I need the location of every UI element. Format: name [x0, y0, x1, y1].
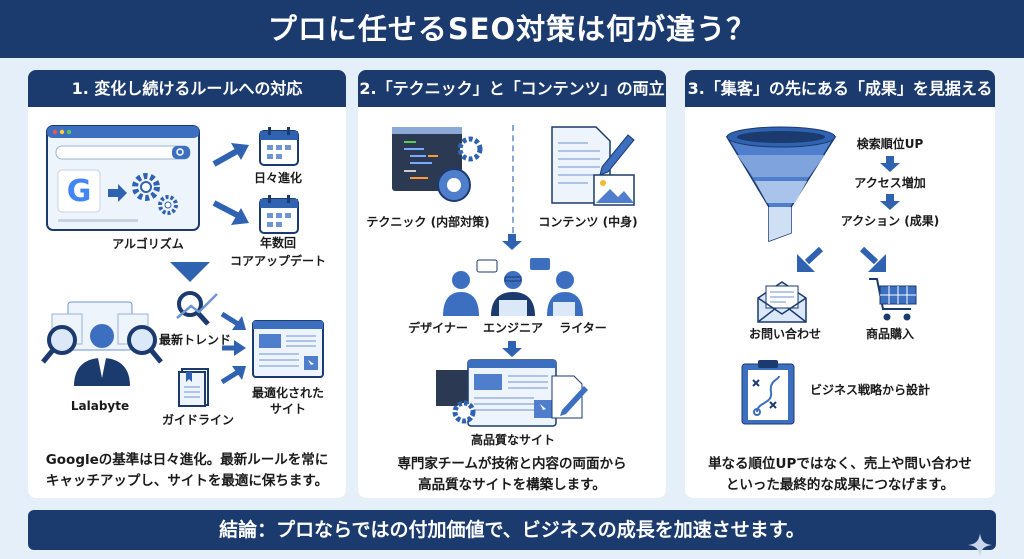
trend-search-icon	[173, 288, 223, 330]
panel-description: 専門家チームが技術と内容の両面から高品質なサイトを構築します。	[358, 454, 666, 496]
label-trend: 最新トレンド	[158, 333, 231, 347]
quality-site-icon	[436, 358, 596, 430]
panel-heading: 3.「集客」の先にある「成果」を見据える	[685, 70, 995, 107]
guideline-book-icon	[178, 367, 210, 407]
google-logo-icon: G	[67, 174, 92, 209]
label-action: アクション (成果)	[840, 214, 940, 228]
arrow-down-icon	[502, 341, 522, 357]
label-access-up: アクセス増加	[854, 176, 926, 190]
label-optimized-2: サイト	[269, 402, 306, 416]
panel-results: 3.「集客」の先にある「成果」を見据える 検索順位UP アクセス増加 アクション…	[685, 70, 995, 498]
panel-description: 単なる順位UPではなく、売上や問い合わせといった最終的な成果につなげます。	[685, 454, 995, 496]
label-daily: 日々進化	[253, 171, 302, 185]
panel-technique-contents: 2.「テクニック」と「コンテンツ」の両立 テクニック (内部対策) コンテンツ …	[358, 70, 666, 498]
arrow-down-icon	[880, 156, 900, 172]
arrow-down-left-icon	[795, 246, 825, 274]
panel-description: Googleの基準は日々進化。最新ルールを常にキャッチアップし、サイトを最適に保…	[28, 450, 346, 492]
divider	[512, 125, 514, 233]
label-inquiry: お問い合わせ	[748, 327, 821, 341]
envelope-icon	[757, 280, 807, 324]
label-writer: ライター	[559, 321, 607, 335]
document-pen-icon	[550, 125, 640, 210]
calendar-icon	[258, 193, 300, 235]
label-company: Lalabyte	[70, 399, 130, 413]
description-line: キャッチアップし、サイトを最適に保ちます。	[45, 473, 329, 489]
arrow-down-icon	[502, 234, 522, 250]
strategy-clipboard-icon	[740, 358, 796, 426]
code-gear-icon	[392, 125, 492, 213]
arrow-up-right-icon	[211, 140, 251, 170]
label-strategy: ビジネス戦略から設計	[810, 383, 931, 397]
label-quality-site: 高品質なサイト	[470, 433, 555, 447]
label-rank-up: 検索順位UP	[856, 137, 924, 151]
triangle-down-icon	[170, 262, 210, 282]
label-purchase: 商品購入	[865, 327, 914, 341]
arrow-down-icon	[880, 194, 900, 210]
description-line: 単なる順位UPではなく、売上や問い合わせ	[708, 456, 972, 472]
conclusion-banner: 結論：プロならではの付加価値で、ビジネスの成長を加速させます。	[28, 510, 996, 550]
description-line: Googleの基準は日々進化。最新ルールを常に	[45, 452, 329, 468]
label-contents: コンテンツ (中身)	[538, 215, 638, 229]
label-engineer: エンジニア	[482, 321, 543, 335]
description-line: 高品質なサイトを構築します。	[418, 477, 606, 493]
label-technique: テクニック (内部対策)	[366, 215, 490, 229]
label-core-update-2: コアアップデート	[229, 254, 326, 268]
optimized-site-icon	[252, 320, 324, 378]
arrow-down-right-icon	[858, 246, 888, 274]
shopping-cart-icon	[868, 276, 918, 324]
label-guideline: ガイドライン	[161, 413, 234, 427]
label-optimized-1: 最適化された	[251, 386, 324, 400]
calendar-icon	[258, 125, 300, 167]
arrow-down-right-icon	[211, 198, 251, 228]
panel-heading: 1. 変化し続けるルールへの対応	[28, 70, 346, 107]
page-title: プロに任せるSEO対策は何が違う？	[0, 0, 1024, 58]
label-core-update-1: 年数回	[259, 236, 296, 250]
team-people-icon	[443, 258, 583, 318]
label-algorithm: アルゴリズム	[112, 237, 184, 251]
arrows-to-site-icon	[220, 310, 250, 390]
panel-heading: 2.「テクニック」と「コンテンツ」の両立	[358, 70, 666, 107]
funnel-icon	[725, 125, 837, 245]
panel-rule-changes: 1. 変化し続けるルールへの対応 G 日々進化 年数回 コアアップデート アルゴ…	[28, 70, 346, 498]
consultant-analysis-icon	[40, 298, 165, 393]
label-designer: デザイナー	[408, 321, 468, 335]
description-line: 専門家チームが技術と内容の両面から	[397, 456, 627, 472]
browser-algorithm-icon: G	[46, 125, 200, 231]
sparkle-icon	[968, 533, 992, 557]
description-line: といった最終的な成果につなげます。	[725, 477, 955, 493]
